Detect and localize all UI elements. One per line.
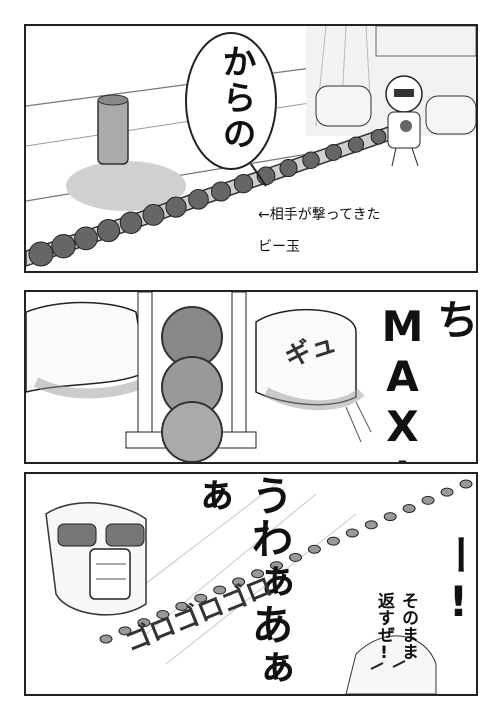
marble — [156, 610, 170, 620]
robot-character — [315, 75, 476, 167]
marble — [279, 159, 298, 178]
marble — [421, 495, 435, 505]
marble — [288, 552, 302, 562]
panel-1: からの ←相手が撃ってきた ビー玉 — [24, 24, 478, 273]
shout-shimeuchi: 締め撃ち — [430, 298, 478, 341]
marble — [345, 528, 359, 538]
marble — [175, 601, 189, 611]
panel-2-art — [26, 292, 372, 462]
marble — [51, 234, 76, 259]
shocked-character — [45, 502, 147, 616]
caption-line-2: ビー玉 — [258, 239, 300, 255]
caption-line-1: ←相手が撃ってきた — [258, 207, 381, 223]
marble — [459, 479, 473, 489]
marble — [74, 226, 98, 251]
marble — [28, 241, 54, 267]
speech-text-karano: からの — [216, 44, 256, 152]
marble — [96, 219, 121, 243]
marble — [137, 618, 151, 628]
panel-3-art — [45, 479, 473, 694]
marble — [325, 144, 342, 161]
marble — [232, 577, 246, 587]
marble — [194, 593, 208, 603]
can-object — [66, 94, 186, 211]
marble-row — [28, 121, 409, 267]
scream-uwaa: うわぁあぁぁ — [184, 474, 294, 689]
marble — [307, 544, 321, 554]
panel-2: ギュ 締め撃ち MAX! — [24, 290, 478, 464]
small-text-sonomama: そのまま — [398, 592, 418, 660]
small-text-kaesuze: 返すぜ! — [374, 592, 394, 663]
marble — [326, 536, 340, 546]
marble — [251, 569, 265, 579]
marble — [440, 487, 454, 497]
panel-1-art — [26, 26, 476, 267]
marble — [188, 189, 209, 210]
marble — [402, 503, 416, 513]
marble — [99, 634, 113, 644]
marble — [118, 626, 132, 636]
marble — [302, 151, 320, 169]
marble — [364, 520, 378, 530]
marble — [165, 196, 187, 218]
marble — [370, 129, 387, 145]
marble — [213, 585, 227, 595]
marble — [347, 136, 365, 153]
shout-ike: いけー! — [434, 534, 478, 627]
stacked-marbles — [161, 306, 223, 462]
shout-max: MAX! — [378, 302, 427, 464]
marble — [233, 174, 254, 194]
marble — [119, 211, 143, 234]
marble-chain — [99, 479, 473, 644]
panel-3: うわぁあぁぁ ゴロゴロゴロ いけー! そのまま 返すぜ! — [24, 472, 478, 696]
marble — [211, 181, 231, 202]
marble — [383, 512, 397, 522]
speech-bubble-1 — [185, 32, 277, 170]
marble — [270, 561, 284, 571]
marble — [142, 204, 165, 226]
